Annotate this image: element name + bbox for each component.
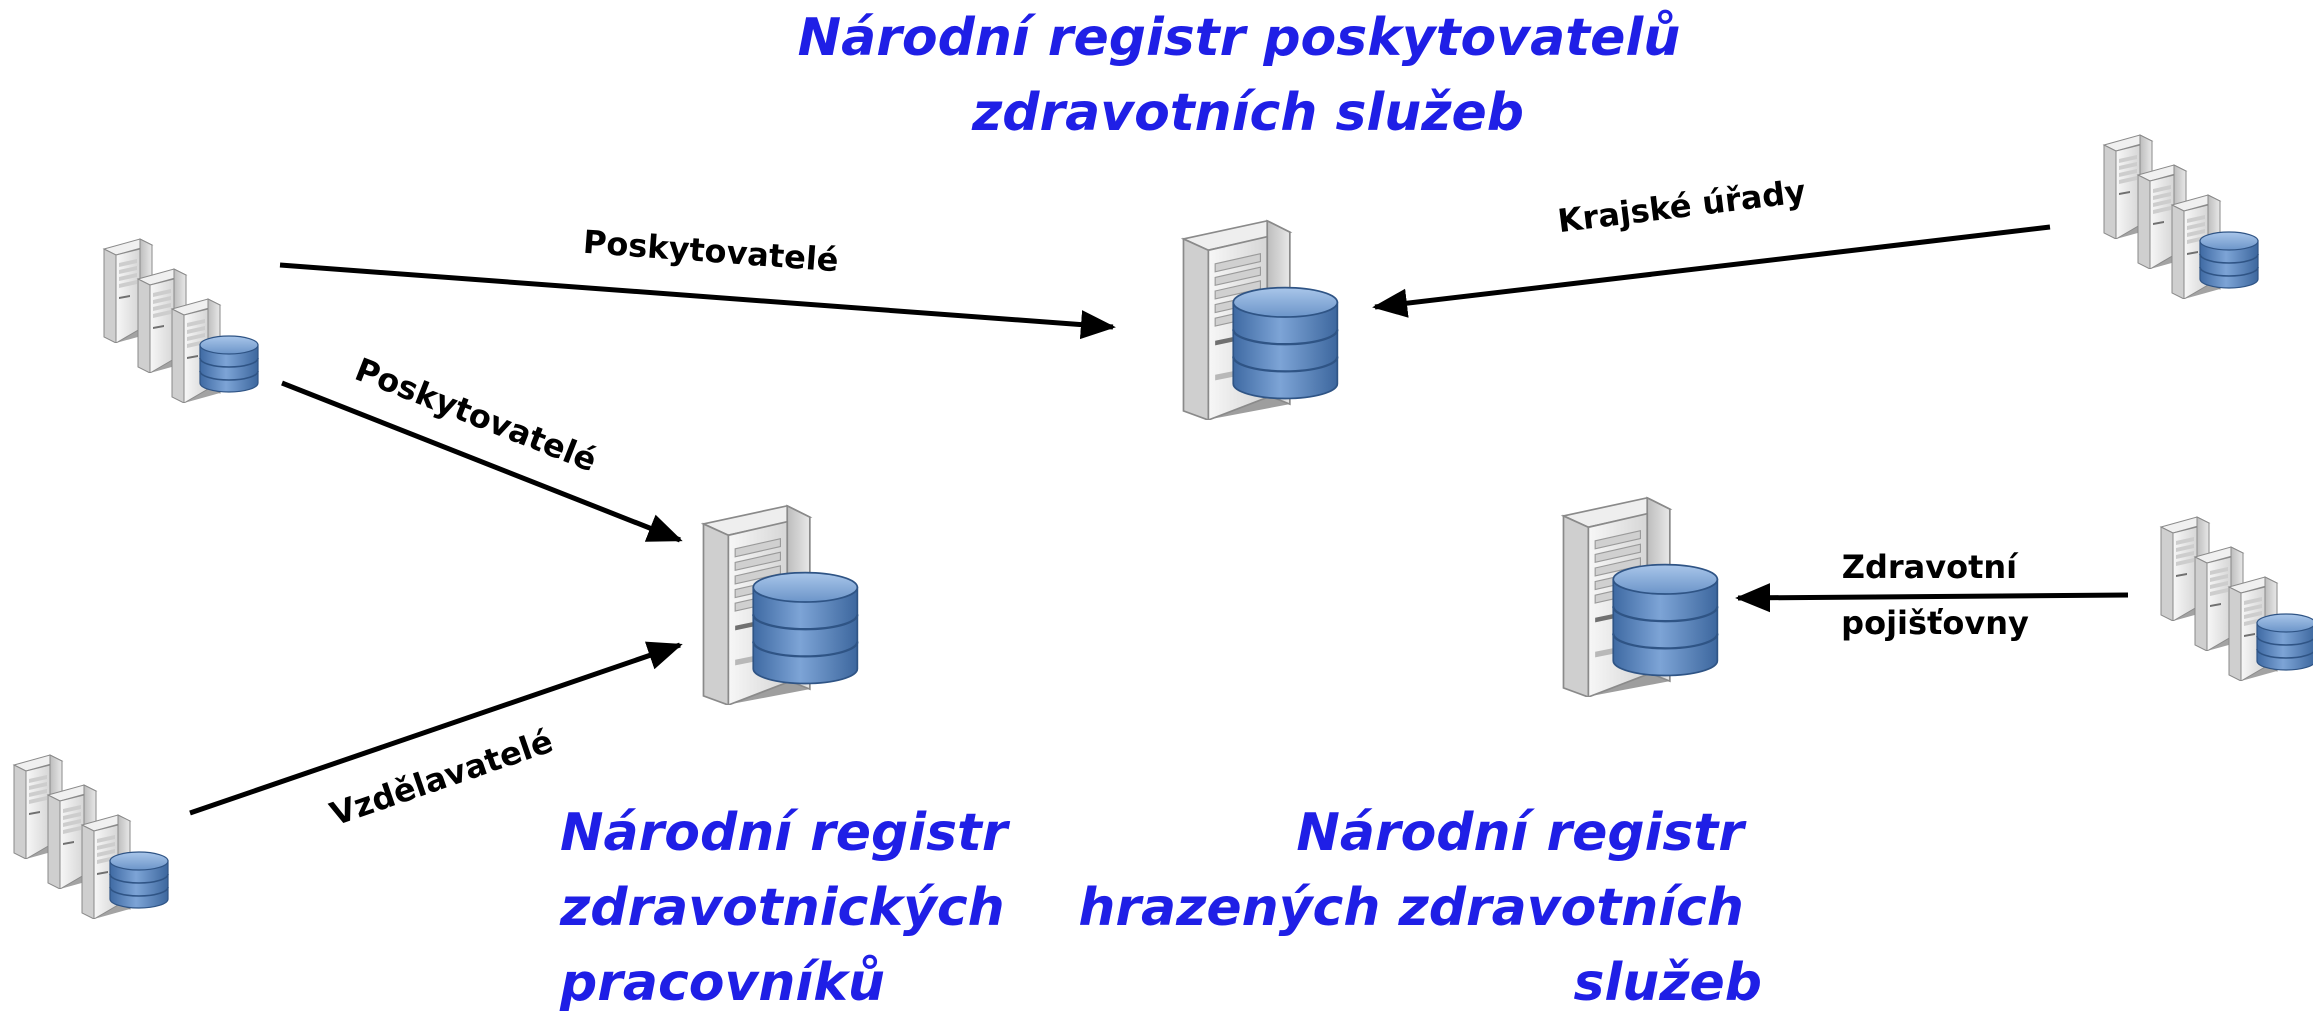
title-nrhzs: Národní registr hrazených zdravotních sl…	[1078, 803, 1762, 1013]
arrow-educators-to-nrzp	[189, 641, 683, 816]
nrhzs-server-icon	[1562, 496, 1719, 697]
providers-cluster-icon	[104, 239, 258, 403]
arrow-insurers-to-nrhzs	[1735, 583, 2129, 613]
arrow-providers-to-nrzp	[281, 380, 683, 543]
regions-cluster-icon	[2104, 135, 2258, 299]
title-nrhzs-line-1: Národní registr	[1296, 803, 1747, 863]
arrow-regions-to-nrpzs	[1372, 224, 2051, 318]
title-nrpzs: Národní registr poskytovatelů zdravotníc…	[798, 8, 1699, 143]
insurers-cluster-icon	[2161, 517, 2313, 681]
title-nrhzs-line-2: hrazených zdravotních	[1078, 878, 1744, 938]
title-nrzp-line-2: zdravotnických	[559, 878, 1005, 938]
title-nrpzs-line-2: zdravotních služeb	[971, 83, 1524, 143]
label-insurers-line-2: pojišťovny	[1841, 604, 2029, 642]
educators-cluster-icon	[14, 755, 168, 919]
title-nrzp: Národní registr zdravotnických pracovník…	[559, 803, 1026, 1013]
nrpzs-server-icon	[1182, 219, 1339, 420]
label-regions-to-nrpzs: Krajské úřady	[1556, 172, 1808, 240]
title-nrzp-line-1: Národní registr	[560, 803, 1011, 863]
label-insurers-to-nrhzs: Zdravotní pojišťovny	[1841, 548, 2029, 642]
title-nrzp-line-3: pracovníků	[559, 953, 885, 1013]
title-nrpzs-line-1: Národní registr poskytovatelů	[798, 8, 1681, 68]
label-insurers-line-1: Zdravotní	[1842, 548, 2019, 586]
title-nrhzs-line-3: služeb	[1573, 953, 1762, 1013]
label-educators-to-nrzp: Vzdělavatelé	[325, 722, 557, 834]
arrow-providers-to-nrpzs	[279, 262, 1116, 340]
label-providers-to-nrpzs: Poskytovatelé	[582, 223, 840, 280]
nrzp-server-icon	[702, 504, 859, 705]
